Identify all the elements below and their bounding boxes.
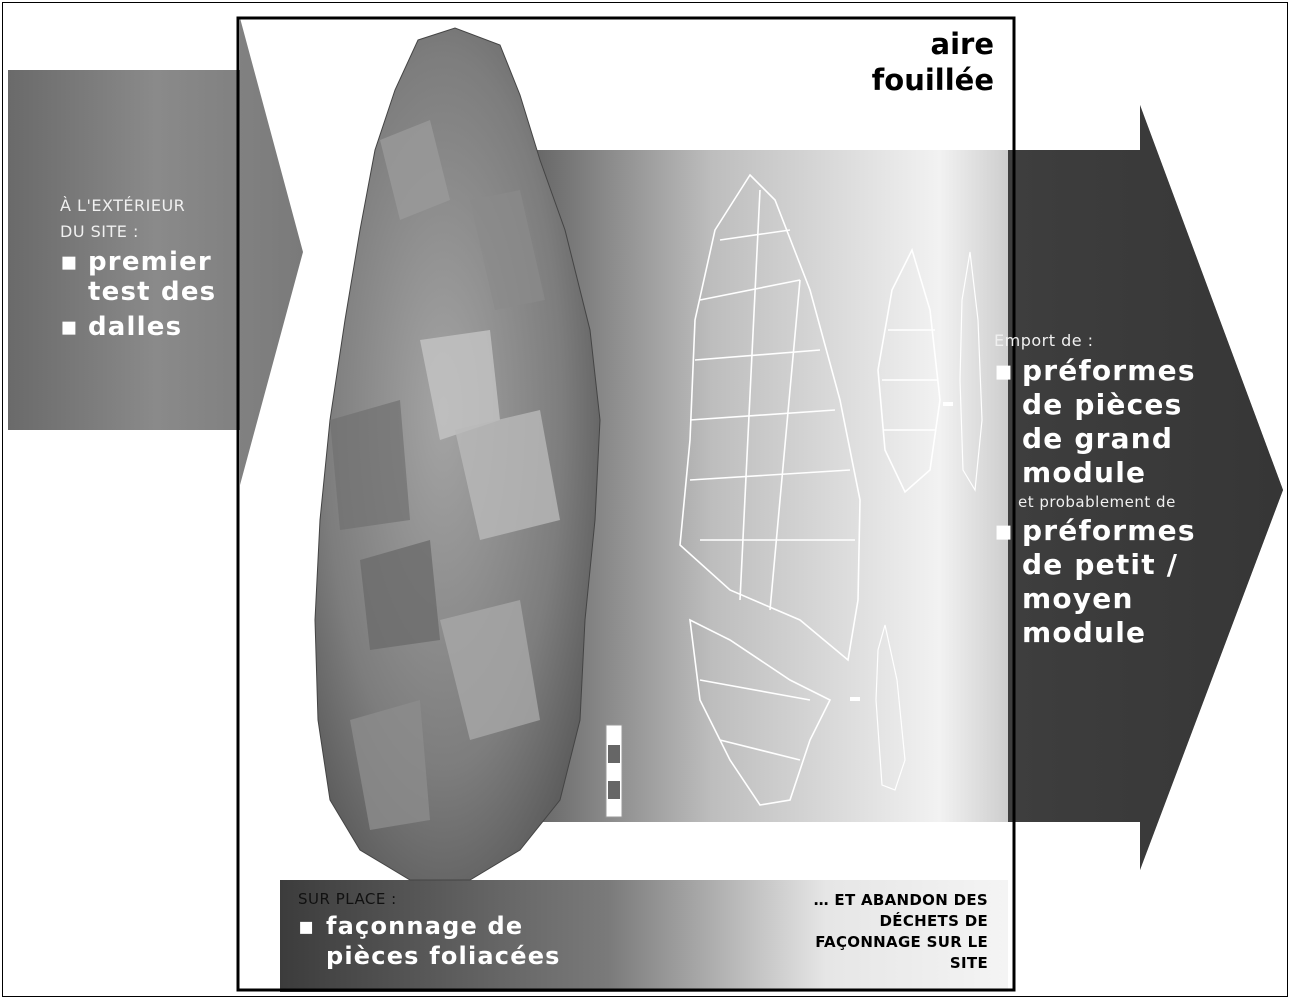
bottom-right-panel: … ET ABANDON DES DÉCHETS DE FAÇONNAGE SU… (814, 890, 988, 974)
bottom-item-line2: pièces foliacées (326, 941, 618, 971)
left-item-premier: ▪ premier test des (60, 247, 260, 307)
right-item2-line2: de petit / (1022, 548, 1234, 582)
right-connector: et probablement de (994, 490, 1234, 514)
right-item2-line4: module (1022, 616, 1234, 650)
left-item-dalles: ▪ dalles (60, 312, 260, 342)
bottom-right-line2: DÉCHETS DE (814, 911, 988, 932)
bullet-icon: ▪ (60, 312, 79, 342)
bullet-icon: ▪ (298, 911, 315, 941)
bullet-icon: ▪ (60, 247, 79, 277)
bottom-left-panel: SUR PLACE : ▪ façonnage de pièces foliac… (298, 887, 618, 971)
left-heading-line2: DU SITE : (60, 219, 260, 245)
right-heading: Emport de : (994, 328, 1234, 354)
right-item1-line3: de grand (1022, 422, 1234, 456)
right-item1-line2: de pièces (1022, 388, 1234, 422)
right-item2-line3: moyen (1022, 582, 1234, 616)
left-item-premier-line2: test des (88, 277, 260, 307)
bottom-right-line1: … ET ABANDON DES (814, 890, 988, 911)
bottom-right-line3: FAÇONNAGE SUR LE (814, 932, 988, 953)
area-label-line2: fouillée (872, 62, 994, 98)
left-item-premier-line1: premier (88, 247, 260, 277)
bullet-icon: ▪ (994, 354, 1014, 388)
scale-bar (606, 725, 622, 817)
left-item-dalles-label: dalles (88, 312, 260, 342)
left-panel: À L'EXTÉRIEUR DU SITE : ▪ premier test d… (60, 193, 260, 342)
left-heading-line1: À L'EXTÉRIEUR (60, 193, 260, 219)
right-item2-line1: préformes (1022, 514, 1234, 548)
right-item-grand-module: ▪ préformes de pièces de grand module (994, 354, 1234, 490)
right-item-petit-module: ▪ préformes de petit / moyen module (994, 514, 1234, 650)
bottom-item-faconnage: ▪ façonnage de pièces foliacées (298, 911, 618, 971)
area-label-line1: aire (872, 26, 994, 62)
bottom-right-line4: SITE (814, 953, 988, 974)
area-label: aire fouillée (872, 26, 994, 98)
right-item1-line4: module (1022, 456, 1234, 490)
bullet-icon: ▪ (994, 514, 1014, 548)
bottom-heading: SUR PLACE : (298, 887, 618, 911)
bottom-item-line1: façonnage de (326, 911, 618, 941)
right-panel: Emport de : ▪ préformes de pièces de gra… (994, 328, 1234, 650)
right-item1-line1: préformes (1022, 354, 1234, 388)
